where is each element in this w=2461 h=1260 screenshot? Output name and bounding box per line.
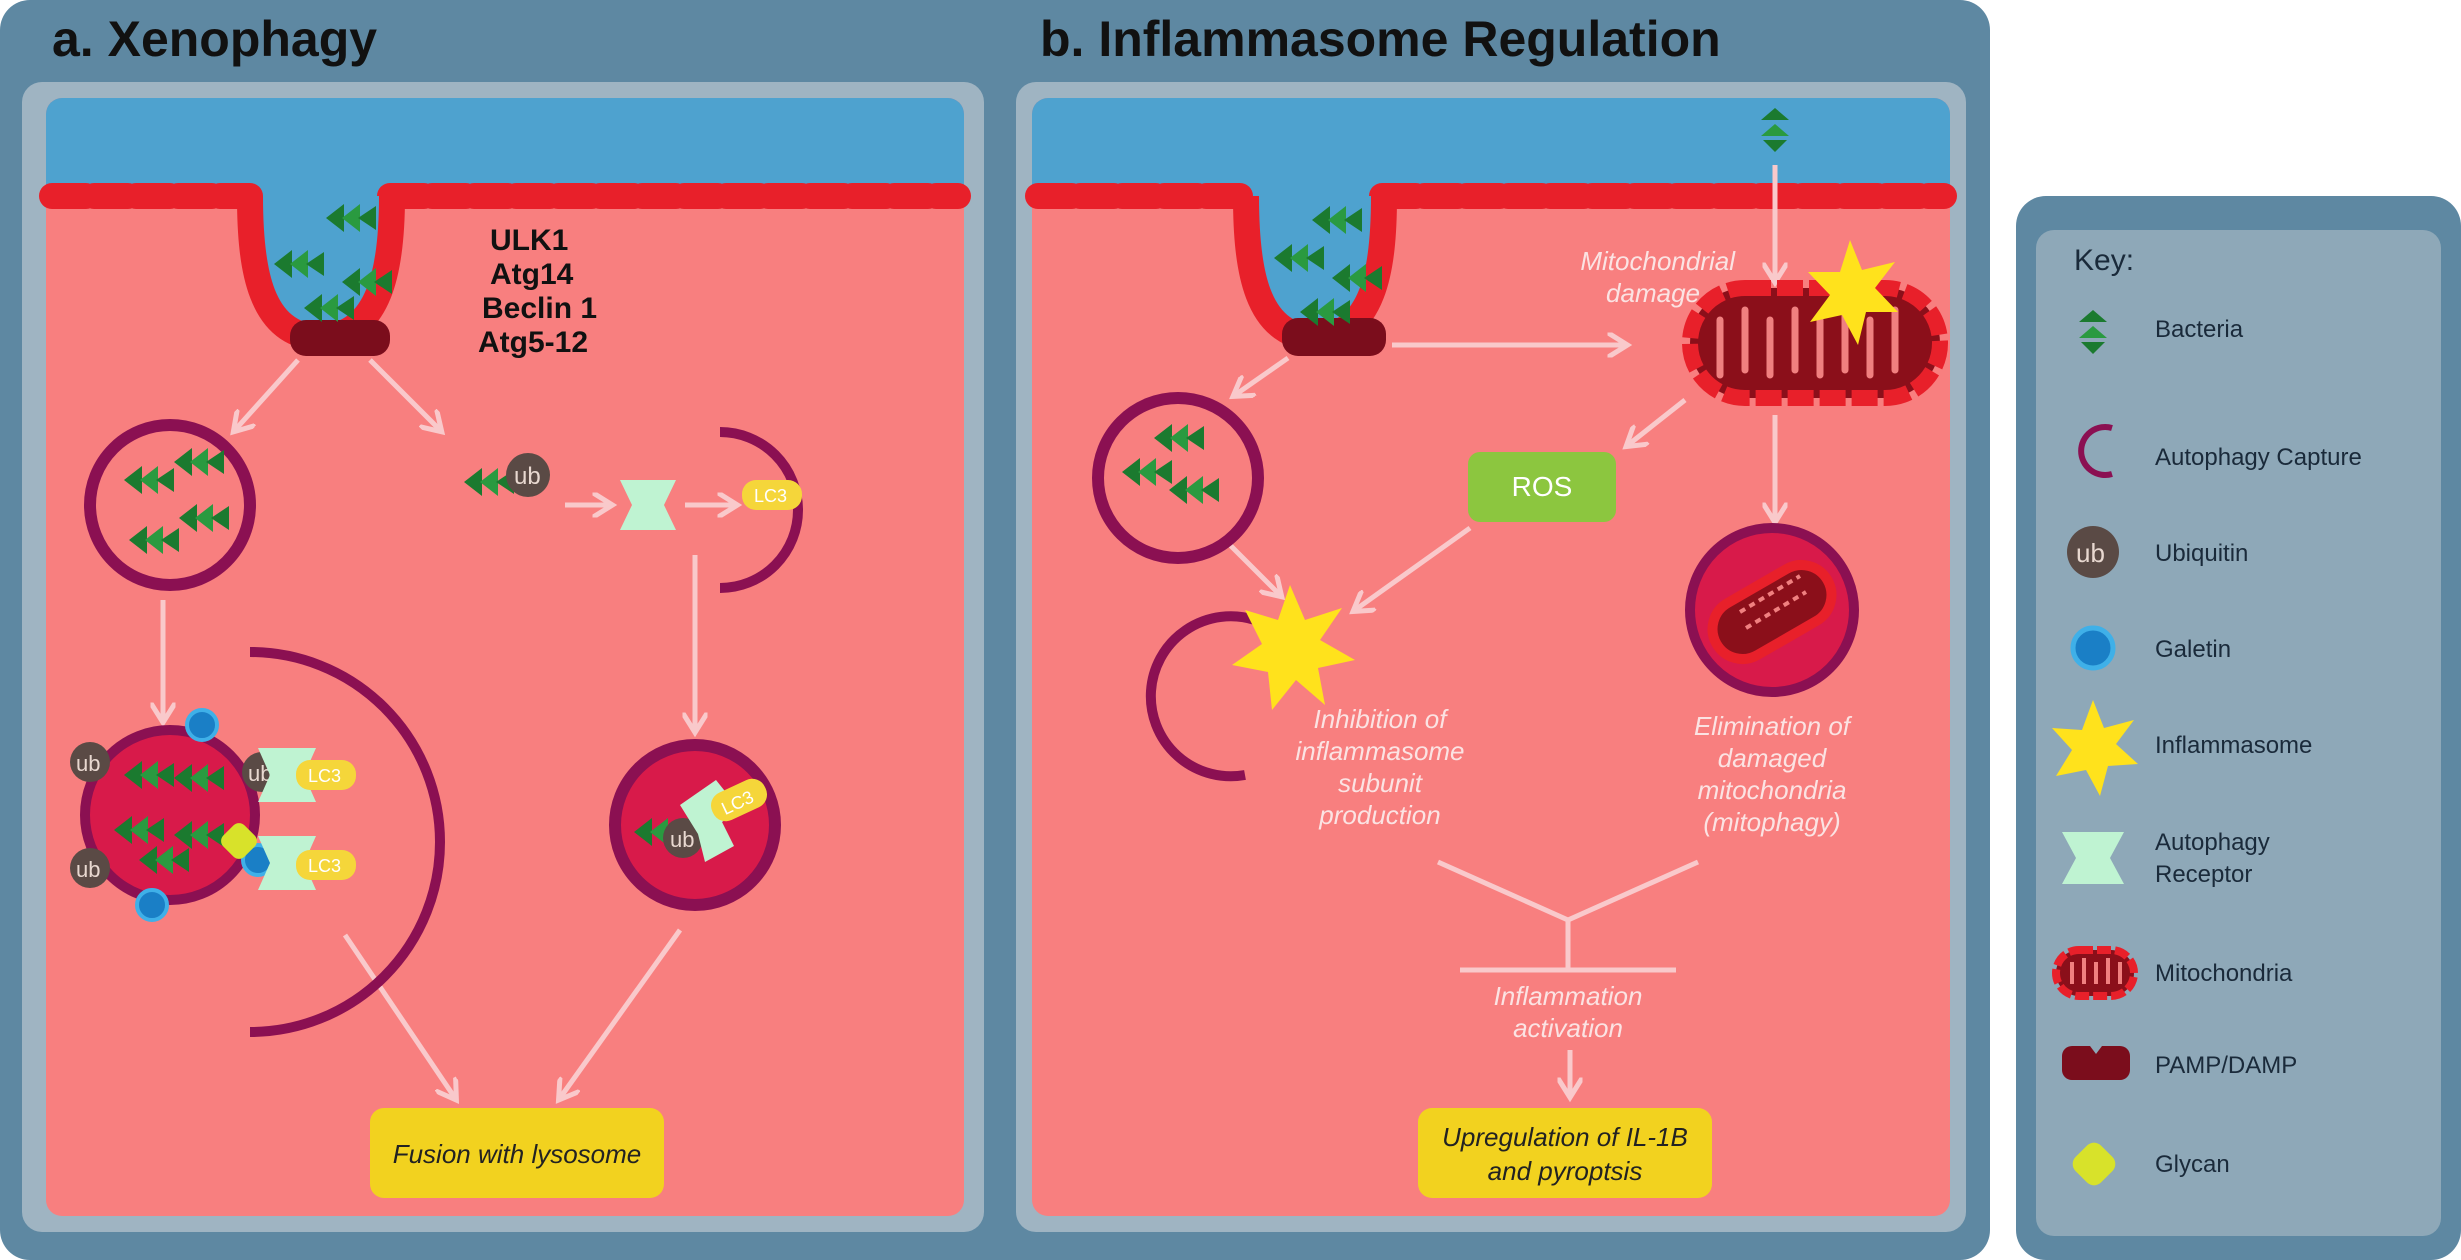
- inhibition-line4: production: [1318, 800, 1440, 830]
- ros-box: [1468, 452, 1616, 522]
- gene-ulk1: ULK1: [490, 224, 568, 257]
- key-item-galetin: Galetin: [2070, 625, 2231, 671]
- panel-b-arrows: [1228, 165, 1775, 1095]
- elimination-line4: (mitophagy): [1703, 807, 1840, 837]
- gene-atg14: Atg14: [490, 258, 574, 291]
- lc3-label-2: LC3: [308, 766, 341, 786]
- key-ub-text: ub: [2076, 538, 2105, 568]
- inhibition-line2: inflammasome: [1295, 736, 1464, 766]
- damaged-mitochondrion: [1682, 240, 1948, 406]
- ubiquitinated-bacteria: ub: [464, 453, 550, 497]
- key-item-autophagy-capture: Autophagy Capture: [2078, 424, 2362, 478]
- fusion-label: Fusion with lysosome: [393, 1139, 642, 1169]
- upregulation-line2: and pyroptsis: [1488, 1156, 1643, 1186]
- bacteria-vesicle-b: [1092, 392, 1264, 564]
- key-label-inflammasome: Inflammasome: [2155, 732, 2312, 759]
- panel-a-extracellular: [46, 98, 964, 196]
- inflammation-line1: Inflammation: [1494, 981, 1643, 1011]
- gene-atg5-12: Atg5-12: [478, 326, 588, 359]
- ros-label: ROS: [1512, 471, 1573, 502]
- key-title: Key:: [2074, 244, 2134, 277]
- autophagy-receptor-icon: [2062, 832, 2124, 884]
- gene-beclin1: Beclin 1: [482, 292, 597, 325]
- mito-damage-line2: damage: [1606, 278, 1700, 308]
- key-item-glycan: Glycan: [2072, 1142, 2230, 1186]
- key-label-mitochondria: Mitochondria: [2155, 960, 2293, 987]
- key-label-galetin: Galetin: [2155, 636, 2231, 663]
- ubiquitin-icon: [2067, 526, 2119, 578]
- inhibition-text: Inhibition of inflammasome subunit produ…: [1295, 704, 1464, 830]
- pamp-damp-a: [290, 320, 390, 356]
- galetin-icon: [2070, 625, 2116, 671]
- key-item-bacteria: Bacteria: [2079, 310, 2244, 354]
- key-item-pamp-damp: PAMP/DAMP: [2062, 1046, 2297, 1080]
- key-item-mitochondria: Mitochondria: [2052, 946, 2293, 1000]
- key-item-ubiquitin: ub Ubiquitin: [2067, 526, 2248, 578]
- damaged-vacuole: ub ub ub LC3 LC3: [70, 647, 445, 1037]
- lc3-label-1: LC3: [754, 486, 787, 506]
- autophagy-receptor-a: [620, 480, 676, 530]
- key-inner: [2036, 230, 2441, 1236]
- panel-b: b. Inflammasome Regulation Mito: [1016, 11, 1966, 1232]
- key-item-inflammasome: Inflammasome: [2052, 700, 2312, 796]
- key-label-receptor-1: Autophagy: [2155, 829, 2270, 856]
- panel-b-extracellular: [1032, 98, 1950, 196]
- elimination-text: Elimination of damaged mitochondria (mit…: [1694, 711, 1853, 837]
- key-label-pamp: PAMP/DAMP: [2155, 1052, 2297, 1079]
- capture-arc-b: [1145, 611, 1257, 782]
- lc3-label-3: LC3: [308, 856, 341, 876]
- upregulation-box: [1418, 1108, 1712, 1198]
- autophagy-capture-icon: [2078, 424, 2113, 478]
- glycan-icon: [2072, 1142, 2116, 1186]
- panel-a-cytoplasm: [46, 98, 964, 1216]
- mitophagosome: [1685, 523, 1859, 697]
- lc3-capture-a: LC3: [719, 427, 803, 593]
- elimination-line2: damaged: [1718, 743, 1828, 773]
- inflammasome-b: [1232, 585, 1355, 710]
- ub-label-3: ub: [76, 857, 100, 882]
- mito-damage-line1: Mitochondrial: [1580, 246, 1736, 276]
- panel-a-title: a. Xenophagy: [52, 11, 377, 67]
- elimination-line1: Elimination of: [1694, 711, 1853, 741]
- key-label-receptor-2: Receptor: [2155, 861, 2252, 888]
- key-label-capture: Autophagy Capture: [2155, 444, 2362, 471]
- pamp-damp-icon: [2062, 1046, 2130, 1080]
- key-label-bacteria: Bacteria: [2155, 316, 2244, 343]
- fusion-box: [370, 1108, 664, 1198]
- pamp-damp-b: [1282, 318, 1386, 356]
- elimination-line3: mitochondria: [1698, 775, 1847, 805]
- key-item-receptor: Autophagy Receptor: [2062, 829, 2270, 888]
- gene-list: ULK1 Atg14 Beclin 1 Atg5-12: [478, 224, 597, 359]
- inflammasome-icon: [2052, 700, 2138, 796]
- bacteria-vesicle-a: [84, 419, 256, 591]
- ub-label-2: ub: [76, 751, 100, 776]
- convergence-lines: [1436, 859, 1700, 973]
- key-label-ubiquitin: Ubiquitin: [2155, 540, 2248, 567]
- ub-label-5: ub: [670, 827, 694, 852]
- upregulation-line1: Upregulation of IL-1B: [1442, 1122, 1688, 1152]
- inhibition-line3: subunit: [1338, 768, 1424, 798]
- key-label-glycan: Glycan: [2155, 1151, 2230, 1178]
- inhibition-line1: Inhibition of: [1314, 704, 1450, 734]
- inflammation-line2: activation: [1513, 1013, 1623, 1043]
- autophagosome-a: ub LC3: [609, 739, 781, 911]
- panel-a-arrows: [163, 358, 735, 1098]
- panel-b-title: b. Inflammasome Regulation: [1040, 11, 1721, 67]
- inflammasome-on-mito: [1808, 240, 1898, 345]
- key-panel: Key: Bacteria Autophagy Capture ub Ubiqu…: [2016, 196, 2461, 1260]
- ub-label-1: ub: [514, 463, 541, 490]
